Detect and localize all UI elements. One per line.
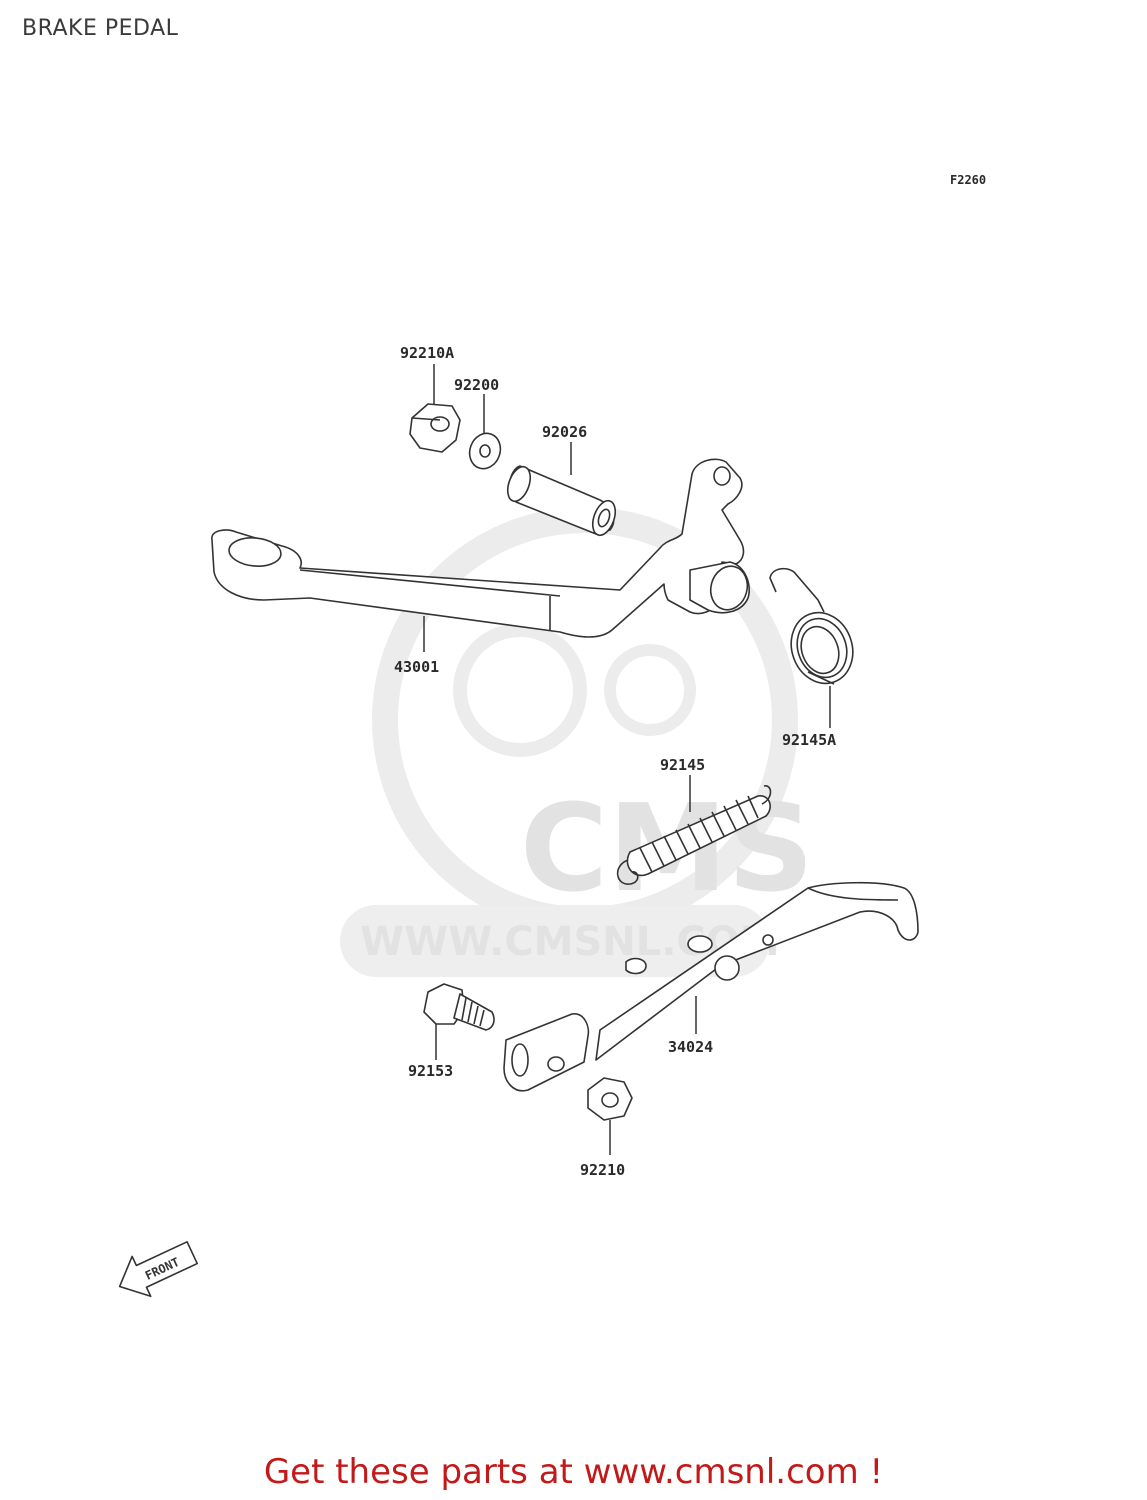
sleeve-92026 bbox=[506, 442, 617, 537]
footer-cmsnl-link[interactable]: Get these parts at www.cmsnl.com ! bbox=[263, 1452, 884, 1492]
torsion-spring-92145A bbox=[769, 567, 854, 728]
callout-92145A: 92145A bbox=[782, 731, 836, 749]
nut-92210A bbox=[409, 364, 461, 453]
bolt-92153 bbox=[423, 983, 495, 1060]
brake-rod-34024 bbox=[503, 881, 919, 1092]
callout-92145: 92145 bbox=[660, 756, 705, 774]
callout-43001: 43001 bbox=[394, 658, 439, 676]
brake-pedal-43001 bbox=[211, 458, 750, 652]
callout-92200: 92200 bbox=[454, 376, 499, 394]
callout-92210: 92210 bbox=[580, 1161, 625, 1179]
callout-92153: 92153 bbox=[408, 1062, 453, 1080]
washer-92200 bbox=[468, 394, 502, 470]
tension-spring-92145 bbox=[616, 775, 772, 885]
callout-92210A: 92210A bbox=[400, 344, 454, 362]
figure-code: F2260 bbox=[950, 173, 986, 187]
page-title: BRAKE PEDAL bbox=[22, 16, 179, 41]
front-arrow-icon: FRONT bbox=[118, 1240, 199, 1298]
callout-34024: 34024 bbox=[668, 1038, 713, 1056]
callout-92026: 92026 bbox=[542, 423, 587, 441]
nut-92210 bbox=[587, 1077, 633, 1155]
